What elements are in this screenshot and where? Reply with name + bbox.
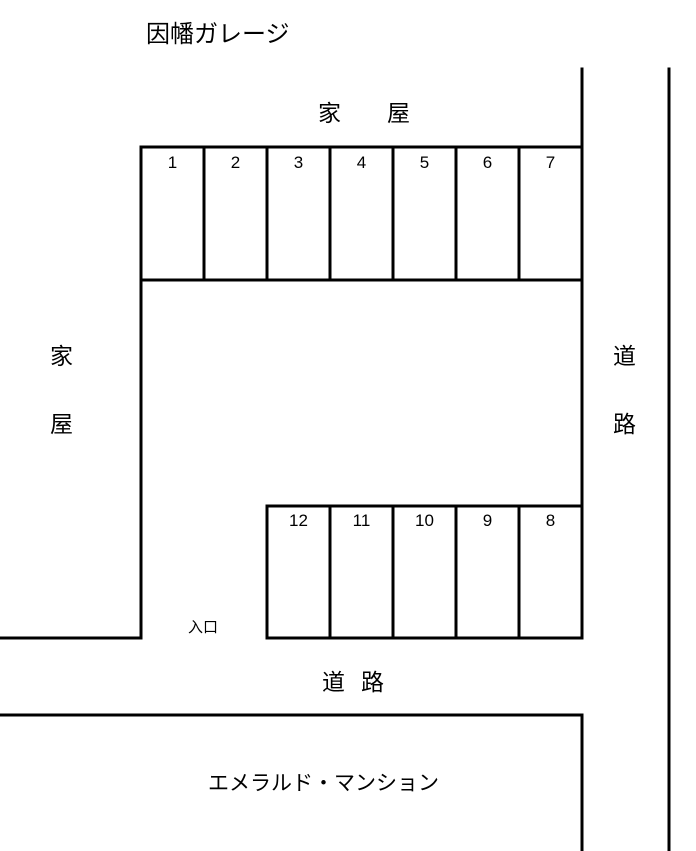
house-left-char-1: 家	[50, 344, 73, 370]
garage-title: 因幡ガレージ	[146, 20, 290, 48]
parking-space-number-7: 7	[545, 153, 556, 172]
top-row-outline	[139, 145, 584, 282]
parking-space-number-2: 2	[230, 153, 241, 172]
road-right-char-1: 道	[613, 344, 636, 370]
parking-space-number-5: 5	[419, 153, 430, 172]
parking-space-number-4: 4	[356, 153, 367, 172]
parking-space-number-12: 12	[289, 511, 308, 530]
parking-space-number-11: 11	[352, 511, 371, 530]
road-right-char-2: 路	[613, 412, 636, 438]
house-label-top: 家屋	[318, 94, 410, 128]
bottom-row-outline	[265, 504, 584, 640]
mansion-label: エメラルド・マンション	[208, 771, 439, 795]
parking-space-number-8: 8	[545, 511, 556, 530]
parking-space-number-9: 9	[482, 511, 493, 530]
road-label-bottom: 道路	[322, 663, 384, 697]
house-left-char-2: 屋	[50, 412, 73, 438]
parking-space-number-10: 10	[415, 511, 434, 530]
house-top-char-2: 屋	[387, 101, 410, 127]
road-bottom-char-1: 道	[322, 670, 345, 696]
parking-space-number-3: 3	[293, 153, 304, 172]
entrance-label: 入口	[188, 618, 219, 636]
house-top-char-1: 家	[318, 101, 341, 127]
parking-space-number-6: 6	[482, 153, 493, 172]
parking-space-number-1: 1	[167, 153, 178, 172]
road-bottom-char-2: 路	[361, 670, 384, 696]
